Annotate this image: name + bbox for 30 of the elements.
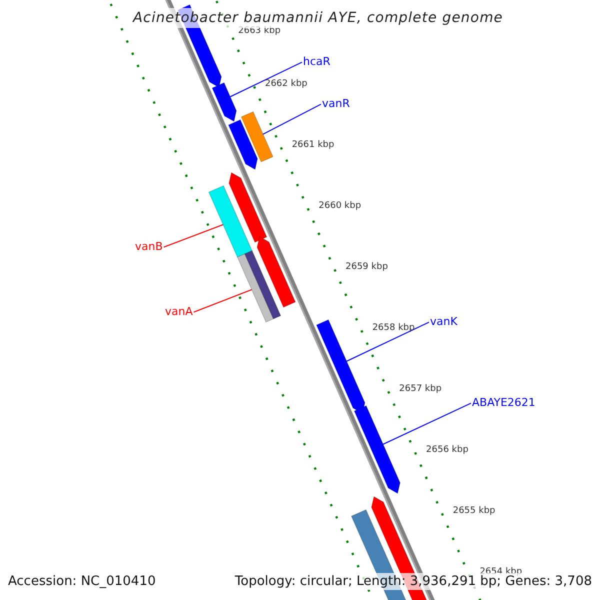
scale-label: 2661 kbp: [292, 140, 334, 152]
scale-label: 2662 kbp: [264, 79, 308, 90]
leader-line: [230, 62, 302, 98]
scale-label: 2663 kbp: [238, 26, 281, 38]
scale-label: 2656 kbp: [426, 445, 468, 456]
gene-block: [212, 82, 237, 122]
gene-bar: [208, 185, 253, 258]
leader-line: [163, 224, 224, 248]
gene-bar: [237, 250, 281, 323]
accession-note: Accession: NC_010410: [6, 573, 158, 590]
scale-label: 2658 kbp: [372, 323, 415, 334]
gene-bar: [241, 111, 273, 162]
gene-label: vanA: [165, 305, 193, 318]
leader-line: [193, 289, 252, 313]
leader-line: [262, 104, 322, 135]
gene-label: hcaR: [303, 55, 330, 68]
gene-label: vanB: [135, 240, 163, 253]
leader-line: [346, 322, 430, 362]
gene-block: [228, 119, 258, 170]
gene-block: [257, 236, 296, 308]
gene-block: [228, 172, 267, 243]
gene-label: ABAYE2621: [472, 396, 536, 409]
gene-label: vanR: [322, 97, 350, 110]
scale-label: 2660 kbp: [318, 201, 362, 212]
gene-label: vanK: [430, 315, 458, 328]
leader-line: [382, 402, 472, 445]
scale-label: 2659 kbp: [346, 262, 388, 274]
scale-label: 2657 kbp: [399, 384, 442, 396]
gene-block: [354, 405, 401, 494]
scale-label: 2655 kbp: [452, 506, 496, 518]
